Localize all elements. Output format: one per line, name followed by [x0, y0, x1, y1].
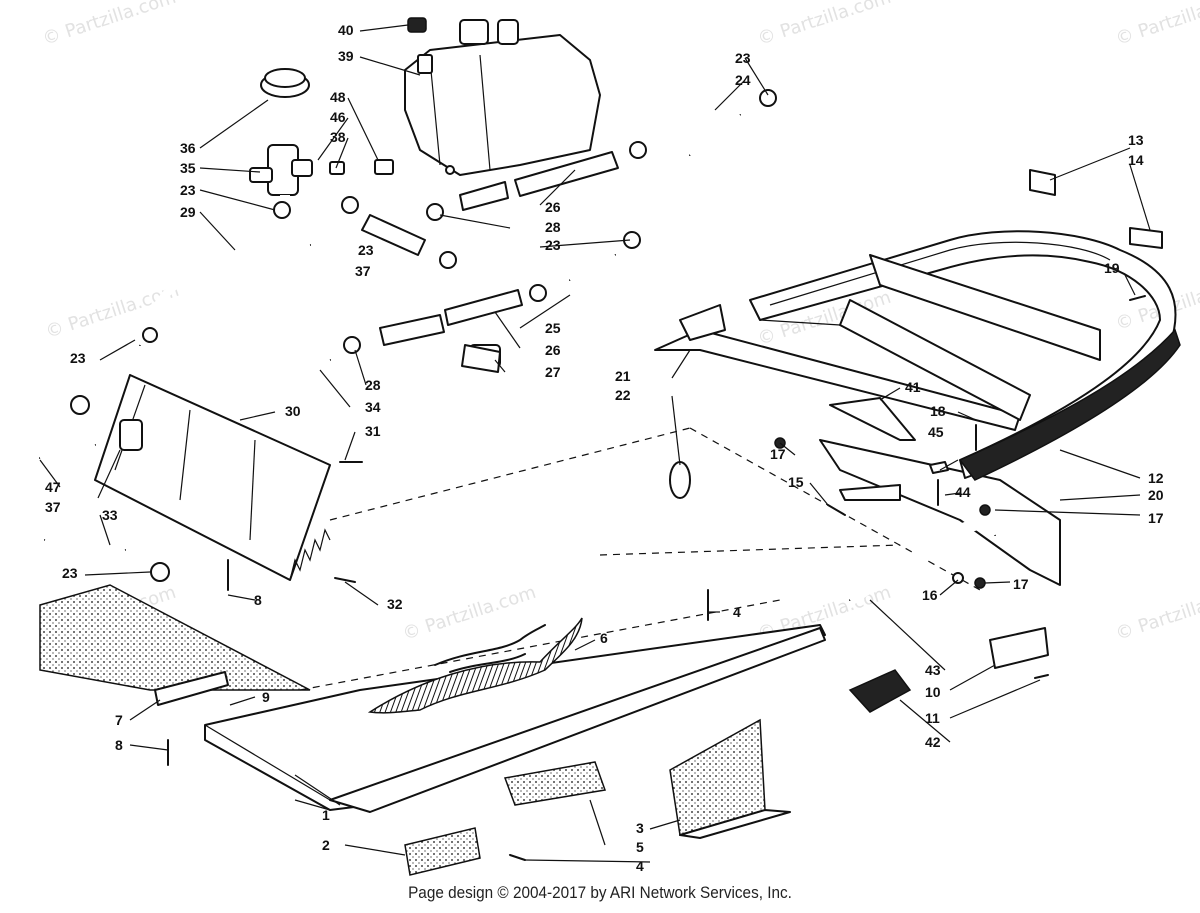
callout-11: 11	[925, 710, 940, 726]
callout-8: 8	[254, 592, 262, 608]
callout-23: 23	[62, 565, 78, 581]
heat-exchanger	[94, 374, 331, 581]
fill-neck	[249, 68, 313, 196]
callout-38: 38	[330, 129, 346, 145]
callout-26: 26	[545, 199, 561, 215]
callout-21: 21	[615, 368, 631, 384]
callout-7: 7	[115, 712, 123, 728]
callout-23: 23	[358, 242, 374, 258]
callout-17: 17	[1013, 576, 1029, 592]
callout-37: 37	[355, 263, 371, 279]
callout-17: 17	[1148, 510, 1164, 526]
watermark: © Partzilla.com	[40, 0, 179, 50]
callout-4: 4	[636, 858, 644, 874]
page-footer: Page design © 2004-2017 by ARI Network S…	[408, 883, 792, 902]
callout-1: 1	[322, 807, 330, 823]
callout-labels: 1 2 3 4 4 5 6 7 8 8 9 10 11 12 13 14 15 …	[45, 22, 1164, 874]
callout-28: 28	[365, 377, 381, 393]
callout-23: 23	[735, 50, 751, 66]
leader-lines	[39, 24, 1151, 863]
callout-37: 37	[45, 499, 61, 515]
callout-29: 29	[180, 204, 196, 220]
watermark: © Partzilla.com	[755, 0, 894, 50]
callout-17: 17	[770, 446, 786, 462]
callout-14: 14	[1128, 152, 1144, 168]
callout-13: 13	[1128, 132, 1144, 148]
callout-39: 39	[338, 48, 354, 64]
callout-36: 36	[180, 140, 196, 156]
callout-48: 48	[330, 89, 346, 105]
callout-34: 34	[365, 399, 381, 415]
watermark: © Partzilla.com	[1113, 0, 1200, 50]
callout-30: 30	[285, 403, 301, 419]
callout-31: 31	[365, 423, 381, 439]
callout-33: 33	[102, 507, 118, 523]
tunnel-panel	[654, 329, 1061, 586]
flame-decal	[367, 617, 583, 714]
callout-32: 32	[387, 596, 403, 612]
callout-15: 15	[788, 474, 804, 490]
coolant-tank	[404, 17, 601, 176]
callout-25: 25	[545, 320, 561, 336]
callout-2: 2	[322, 837, 330, 853]
callout-45: 45	[928, 424, 944, 440]
callout-41: 41	[905, 379, 921, 395]
callout-27: 27	[545, 364, 561, 380]
callout-8: 8	[115, 737, 123, 753]
brackets	[154, 169, 1163, 876]
callout-6: 6	[600, 630, 608, 646]
callout-35: 35	[180, 160, 196, 176]
callout-23: 23	[545, 237, 561, 253]
watermark: © Partzilla.com	[1113, 582, 1200, 645]
callout-10: 10	[925, 684, 941, 700]
callout-24: 24	[735, 72, 751, 88]
callout-47: 47	[45, 479, 61, 495]
callout-42: 42	[925, 734, 941, 750]
callout-5: 5	[636, 839, 644, 855]
callout-20: 20	[1148, 487, 1164, 503]
callout-12: 12	[1148, 470, 1164, 486]
callout-43: 43	[925, 662, 941, 678]
callout-19: 19	[1104, 260, 1120, 276]
callout-23: 23	[70, 350, 86, 366]
callout-18: 18	[930, 403, 946, 419]
watermark: © Partzilla.com	[400, 582, 539, 645]
belly-pan-outline	[39, 427, 981, 813]
watermark: © Partzilla.com	[43, 280, 182, 343]
callout-9: 9	[262, 689, 270, 705]
callout-40: 40	[338, 22, 354, 38]
callout-26: 26	[545, 342, 561, 358]
hoses	[38, 110, 1001, 606]
callout-28: 28	[545, 219, 561, 235]
callout-46: 46	[330, 109, 346, 125]
callout-23: 23	[180, 182, 196, 198]
rear-bumper	[749, 230, 1181, 481]
tubes	[361, 151, 619, 346]
callout-44: 44	[955, 484, 971, 500]
callout-4: 4	[733, 604, 741, 620]
callout-3: 3	[636, 820, 644, 836]
callout-16: 16	[922, 587, 938, 603]
callout-22: 22	[615, 387, 631, 403]
